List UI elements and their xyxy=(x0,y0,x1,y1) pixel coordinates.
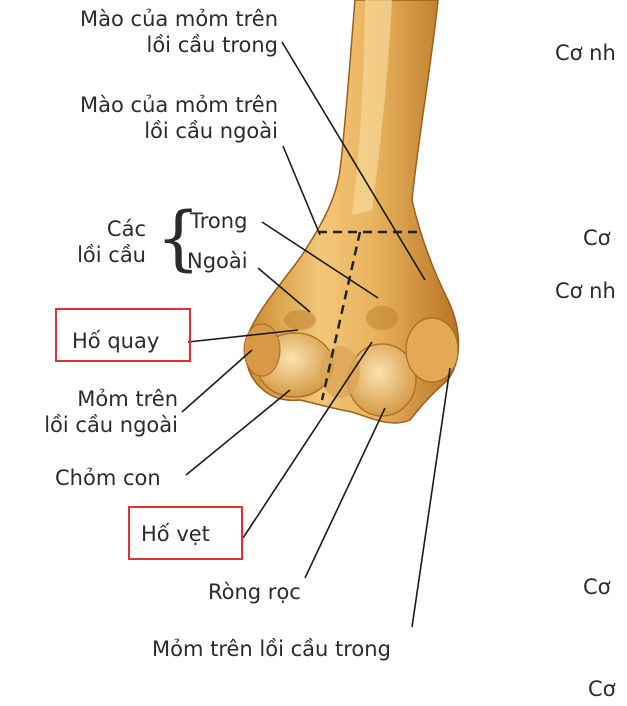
label-line: Các xyxy=(106,217,146,241)
label-line: lồi cầu ngoài xyxy=(144,119,278,143)
label-line: lồi cầu xyxy=(77,243,146,267)
highlight-box-coronoid-fossa xyxy=(128,506,243,560)
label-medial-supracondylar-ridge: Mào của mỏm trên lồi cầu trong xyxy=(50,6,278,58)
label-right-1: Cơ nh xyxy=(555,41,616,65)
label-lateral-supracondylar-ridge: Mào của mỏm trên lồi cầu ngoài xyxy=(50,92,278,144)
label-lateral-condyle: Ngoài xyxy=(187,249,248,273)
label-line: Mào của mỏm trên xyxy=(80,93,278,117)
label-line: Mỏm trên xyxy=(77,387,178,411)
highlight-box-radial-fossa xyxy=(55,308,191,362)
label-radial-fossa: Hố quay xyxy=(72,329,160,353)
brace-symbol: { xyxy=(156,197,201,279)
label-lateral-epicondyle: Mỏm trên lồi cầu ngoài xyxy=(20,386,178,438)
coronoid-fossa-shape xyxy=(366,306,398,330)
label-line: lồi cầu trong xyxy=(146,33,279,57)
label-line: Mào của mỏm trên xyxy=(80,7,278,31)
label-line: lồi cầu ngoài xyxy=(44,413,178,437)
radial-fossa-shape xyxy=(284,310,316,330)
medial-epicondyle-shape xyxy=(405,317,459,383)
label-medial-condyle: Trong xyxy=(190,209,248,233)
label-right-3: Cơ nh xyxy=(555,279,616,303)
label-right-5: Cơ xyxy=(588,677,616,701)
label-coronoid-fossa: Hố vẹt xyxy=(141,522,210,546)
label-medial-epicondyle: Mỏm trên lồi cầu trong xyxy=(152,637,391,661)
label-capitulum: Chỏm con xyxy=(55,466,161,490)
label-condyles: Các lồi cầu xyxy=(50,216,146,268)
label-right-4: Cơ xyxy=(583,575,611,599)
label-trochlea: Ròng rọc xyxy=(208,580,301,604)
label-right-2: Cơ xyxy=(583,226,611,250)
